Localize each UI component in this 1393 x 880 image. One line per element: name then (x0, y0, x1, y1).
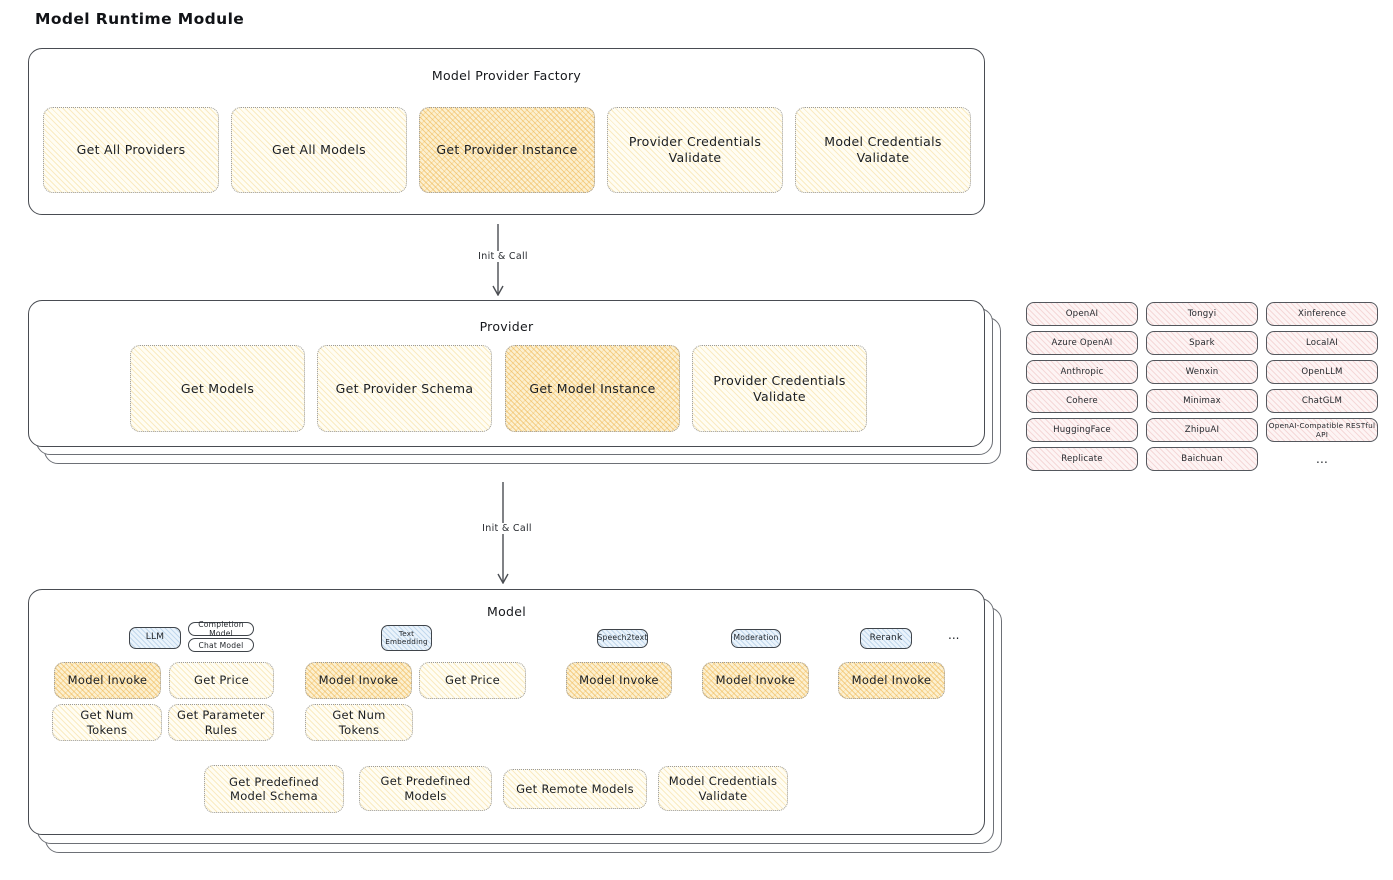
tab-chat-model: Chat Model (188, 638, 254, 652)
provider-pill-tongyi: Tongyi (1146, 302, 1258, 326)
init-call-label-1: Init & Call (468, 251, 538, 262)
provider-pill-spark: Spark (1146, 331, 1258, 355)
provider-pill-replicate: Replicate (1026, 447, 1138, 471)
node-llm-get-parameter-rules: Get Parameter Rules (168, 704, 274, 741)
provider-pill-anthropic: Anthropic (1026, 360, 1138, 384)
node-get-models: Get Models (130, 345, 305, 432)
provider-pill-huggingface: HuggingFace (1026, 418, 1138, 442)
tab-llm: LLM (129, 627, 181, 649)
model-title: Model (486, 604, 527, 619)
node-llm-get-price: Get Price (169, 662, 274, 699)
node-embedding-model-invoke: Model Invoke (305, 662, 412, 699)
node-get-all-providers: Get All Providers (43, 107, 219, 193)
tab-rerank: Rerank (860, 628, 912, 649)
provider-pill-openllm: OpenLLM (1266, 360, 1378, 384)
node-get-all-models: Get All Models (231, 107, 407, 193)
page-title: Model Runtime Module (35, 10, 245, 28)
node-moderation-model-invoke: Model Invoke (702, 662, 809, 699)
provider-pill-xinference: Xinference (1266, 302, 1378, 326)
more-model-types-ellipsis: ... (948, 628, 960, 642)
node-embedding-get-num-tokens: Get Num Tokens (305, 704, 413, 741)
provider-pill-minimax: Minimax (1146, 389, 1258, 413)
node-provider-credentials-validate-provider: Provider Credentials Validate (692, 345, 867, 432)
node-get-provider-instance: Get Provider Instance (419, 107, 595, 193)
tab-moderation: Moderation (731, 629, 781, 648)
node-speech2text-model-invoke: Model Invoke (566, 662, 672, 699)
tab-speech2text: Speech2text (597, 629, 648, 648)
provider-pill-openai: OpenAI (1026, 302, 1138, 326)
node-model-credentials-validate-model: Model Credentials Validate (658, 766, 788, 811)
node-get-provider-schema: Get Provider Schema (317, 345, 492, 432)
provider-pill-openai-compatible-restful-api: OpenAI-Compatible RESTful API (1266, 418, 1378, 442)
tab-text-embedding: Text Embedding (381, 625, 432, 651)
node-llm-get-num-tokens: Get Num Tokens (52, 704, 162, 741)
provider-pill-chatglm: ChatGLM (1266, 389, 1378, 413)
node-get-predefined-model-schema: Get Predefined Model Schema (204, 765, 344, 813)
node-llm-model-invoke: Model Invoke (54, 662, 161, 699)
tab-completion-model: Completion Model (188, 620, 254, 638)
provider-pill-wenxin: Wenxin (1146, 360, 1258, 384)
provider-pill-localai: LocalAI (1266, 331, 1378, 355)
provider-pill-azure-openai: Azure OpenAI (1026, 331, 1138, 355)
provider-pill-zhipuai: ZhipuAI (1146, 418, 1258, 442)
node-model-credentials-validate-factory: Model Credentials Validate (795, 107, 971, 193)
node-get-model-instance: Get Model Instance (505, 345, 680, 432)
provider-pill-baichuan: Baichuan (1146, 447, 1258, 471)
node-get-predefined-models: Get Predefined Models (359, 766, 492, 811)
node-embedding-get-price: Get Price (419, 662, 526, 699)
providers-more-ellipsis: ... (1315, 452, 1329, 466)
model-provider-factory-title: Model Provider Factory (431, 68, 582, 83)
init-call-label-2: Init & Call (472, 523, 542, 534)
provider-list: OpenAI Tongyi Xinference Azure OpenAI Sp… (1026, 302, 1378, 471)
node-get-remote-models: Get Remote Models (503, 769, 647, 809)
node-rerank-model-invoke: Model Invoke (838, 662, 945, 699)
node-provider-credentials-validate-factory: Provider Credentials Validate (607, 107, 783, 193)
provider-pill-cohere: Cohere (1026, 389, 1138, 413)
provider-title: Provider (479, 319, 534, 334)
